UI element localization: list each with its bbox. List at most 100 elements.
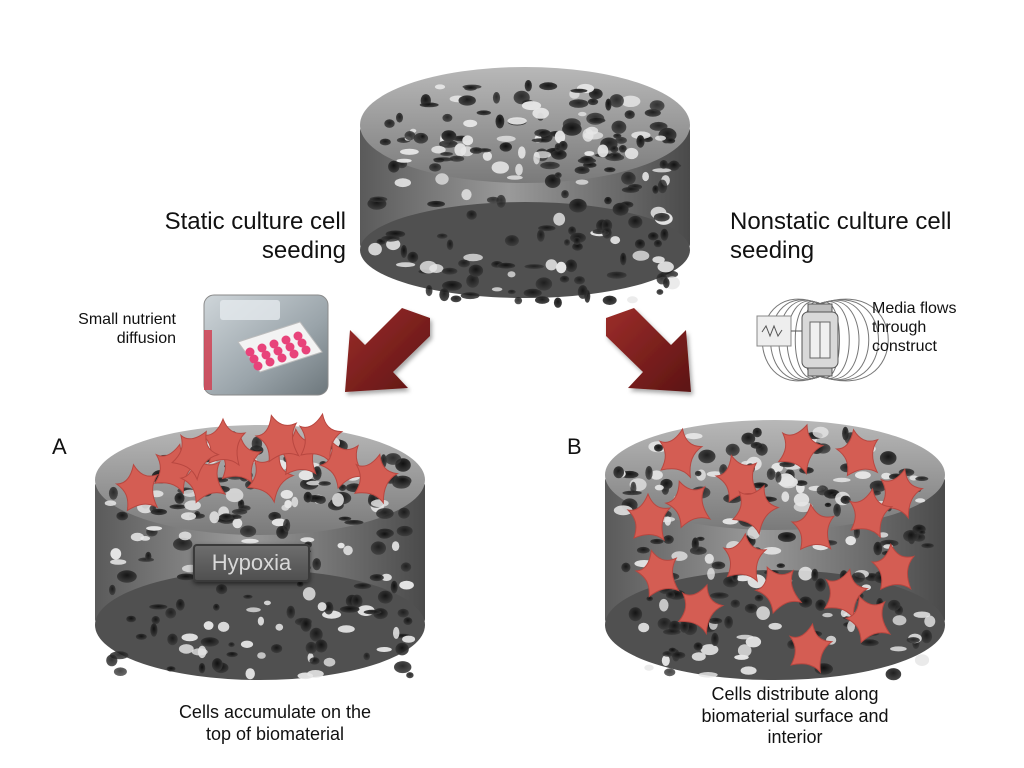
- scaffold-pore: [310, 628, 323, 642]
- scaffold-pore: [146, 526, 162, 531]
- well: [266, 358, 275, 367]
- scaffold-pore: [297, 582, 304, 587]
- scaffold-pore: [813, 427, 829, 438]
- scaffold-pore: [447, 240, 454, 251]
- scaffold-pore: [264, 601, 271, 606]
- scaffold-pore: [151, 509, 167, 515]
- scaffold-pore: [388, 161, 399, 173]
- scaffold-pore: [555, 143, 561, 151]
- scaffold-pore: [845, 536, 856, 545]
- scaffold-pore: [711, 633, 719, 646]
- scaffold-pore: [518, 146, 526, 158]
- scaffold-pore: [712, 562, 726, 570]
- scaffold-pore: [664, 668, 675, 676]
- well: [302, 346, 311, 355]
- scaffold-pore: [397, 159, 412, 163]
- scaffold-pore: [584, 151, 594, 156]
- scaffold-pore: [332, 493, 344, 507]
- scaffold-pore: [181, 512, 196, 520]
- scaffold-pore: [226, 652, 237, 657]
- scaffold-pore: [539, 82, 557, 90]
- scaffold-pore: [564, 239, 570, 246]
- scaffold-pore: [442, 114, 452, 122]
- scaffold-pore: [401, 562, 411, 571]
- scaffold-pore: [459, 95, 476, 105]
- scaffold-pore: [497, 263, 515, 269]
- scaffold-pore: [890, 646, 907, 651]
- scaffold-pore: [149, 604, 167, 609]
- scaffold-pore: [500, 142, 512, 151]
- well: [290, 350, 299, 359]
- scaffold-pore: [470, 147, 483, 154]
- scaffold-pore: [666, 591, 675, 598]
- scaffold-pore: [492, 287, 503, 291]
- hypoxia-badge: Hypoxia: [193, 544, 310, 582]
- scaffold-pore: [299, 470, 313, 480]
- scaffold-pore: [240, 526, 256, 538]
- scaffold-pore: [233, 518, 243, 528]
- scaffold-pore: [915, 498, 925, 502]
- scaffold-pore: [283, 519, 290, 532]
- scaffold-pore: [306, 642, 317, 654]
- scaffold-pore: [554, 298, 562, 308]
- scaffold-pore: [538, 225, 555, 231]
- scaffold-pore: [574, 276, 585, 284]
- scaffold-pore: [393, 627, 399, 639]
- scaffold-pore: [396, 113, 403, 123]
- scaffold-pore: [309, 657, 319, 664]
- scaffold-pore: [642, 172, 649, 181]
- scaffold-pore: [303, 587, 316, 600]
- scaffold-pore: [394, 661, 411, 673]
- scaffold-pore: [798, 567, 812, 581]
- scaffold-pore: [778, 532, 796, 542]
- scaffold-pore: [384, 119, 394, 128]
- scaffold-pore: [629, 607, 642, 621]
- scaffold-pore: [344, 520, 363, 525]
- scaffold-pore: [767, 468, 776, 480]
- scaffold-pore: [343, 546, 353, 556]
- scaffold-pore: [613, 203, 629, 216]
- flow-note: Media flows through construct: [872, 299, 956, 357]
- well: [254, 362, 263, 371]
- scaffold-pore: [604, 167, 615, 172]
- scaffold-pore: [710, 592, 729, 598]
- scaffold-pore: [648, 232, 659, 240]
- scaffold-pore: [698, 450, 715, 464]
- scaffold-pore: [109, 585, 116, 595]
- scaffold-pore: [515, 297, 523, 304]
- scaffold-pore: [213, 604, 220, 611]
- scaffold-pore: [271, 644, 282, 653]
- scaffold-pore: [731, 600, 740, 608]
- scaffold-pore: [179, 532, 192, 541]
- well: [278, 354, 287, 363]
- scaffold-pore: [620, 253, 626, 266]
- scaffold-pore: [439, 288, 449, 301]
- scaffold-pore: [462, 135, 473, 145]
- scaffold-pore: [907, 637, 920, 643]
- scaffold-pore: [507, 175, 523, 179]
- scaffold-pore: [105, 500, 117, 506]
- scaffold-pore: [593, 229, 606, 234]
- scaffold-pore: [610, 236, 620, 244]
- scaffold-pore: [492, 161, 509, 173]
- scaffold-pore: [533, 152, 540, 165]
- scaffold-pore: [555, 172, 562, 178]
- scaffold-pore: [241, 641, 253, 648]
- scaffold-pore: [246, 668, 255, 679]
- scaffold-pore: [175, 493, 185, 504]
- scaffold-pore: [298, 673, 314, 680]
- scaffold-pore: [398, 609, 409, 618]
- scaffold-pore: [209, 511, 219, 523]
- scaffold-pore: [392, 541, 399, 551]
- scaffold-pore: [199, 663, 206, 673]
- scaffold-pore: [638, 623, 649, 633]
- scaffold-pore: [508, 290, 516, 294]
- scaffold-pore: [396, 262, 415, 267]
- scaffold-pore: [921, 543, 933, 548]
- scaffold-pore: [630, 482, 636, 495]
- scaffold-pore: [442, 268, 457, 275]
- scaffold-pore: [370, 574, 384, 581]
- scaffold-pore: [652, 185, 658, 194]
- scaffold-pore: [658, 261, 674, 272]
